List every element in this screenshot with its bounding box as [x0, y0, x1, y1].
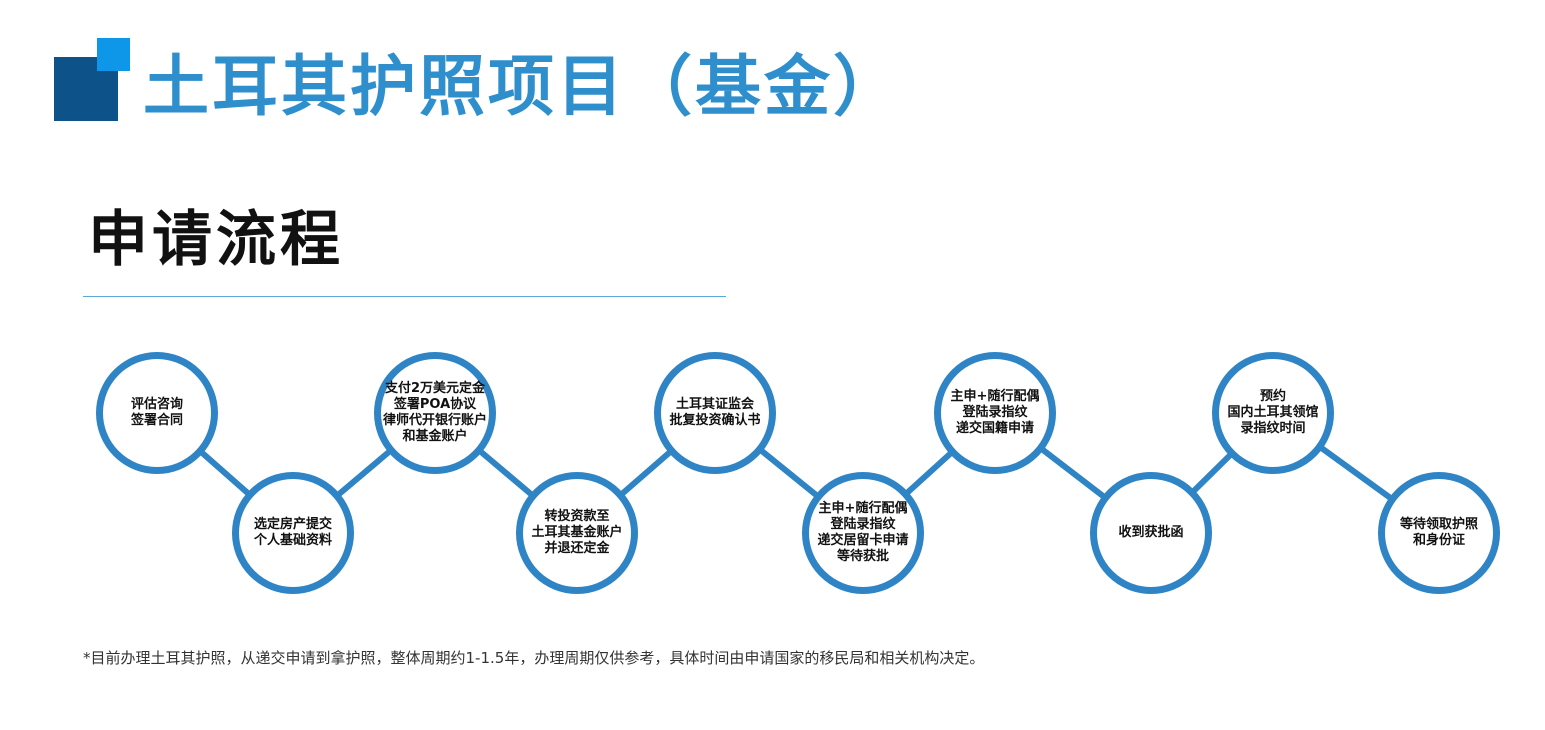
connector-3-4 [478, 449, 534, 497]
step-7-citizenship-application: 主申+随行配偶 登陆录指纹 递交国籍申请 [934, 352, 1056, 474]
step-label: 主申+随行配偶 登陆录指纹 递交居留卡申请 等待获批 [817, 501, 909, 564]
footnote: *目前办理土耳其护照，从递交申请到拿护照，整体周期约1-1.5年，办理周期仅供参… [83, 649, 985, 667]
step-label: 收到获批函 [1118, 525, 1184, 540]
step-label: 选定房产提交 个人基础资料 [253, 517, 332, 548]
connector-2-3 [336, 449, 392, 497]
section-title: 申请流程 [88, 205, 344, 275]
step-1-evaluation: 评估咨询 签署合同 [96, 352, 218, 474]
step-label: 支付2万美元定金 签署POA协议 律师代开银行账户 和基金账户 [382, 381, 487, 444]
step-2-select-property: 选定房产提交 个人基础资料 [232, 472, 354, 594]
connector-9-10 [1319, 445, 1393, 501]
connector-6-7 [905, 451, 953, 495]
step-label: 等待领取护照 和身份证 [1399, 517, 1478, 548]
step-10-collect-passport: 等待领取护照 和身份证 [1378, 472, 1500, 594]
step-label: 评估咨询 签署合同 [130, 397, 183, 428]
step-5-cmb-approval: 土耳其证监会 批复投资确认书 [654, 352, 776, 474]
section-divider [83, 296, 726, 297]
connector-1-2 [199, 450, 251, 496]
step-9-consulate-appointment: 预约 国内土耳其领馆 录指纹时间 [1212, 352, 1334, 474]
connector-4-5 [620, 450, 672, 496]
logo-light-square [97, 38, 130, 71]
step-label: 预约 国内土耳其领馆 录指纹时间 [1227, 389, 1319, 436]
connector-7-8 [1040, 447, 1106, 499]
step-6-residence-application: 主申+随行配偶 登陆录指纹 递交居留卡申请 等待获批 [802, 472, 924, 594]
step-label: 转投资款至 土耳其基金账户 并退还定金 [531, 509, 623, 556]
page-title: 土耳其护照项目（基金） [143, 48, 902, 125]
step-label: 主申+随行配偶 登陆录指纹 递交国籍申请 [950, 389, 1040, 436]
step-3-deposit: 支付2万美元定金 签署POA协议 律师代开银行账户 和基金账户 [374, 352, 496, 474]
connector-8-9 [1191, 452, 1233, 494]
connector-5-6 [759, 448, 819, 498]
step-4-transfer-investment: 转投资款至 土耳其基金账户 并退还定金 [516, 472, 638, 594]
step-label: 土耳其证监会 批复投资确认书 [669, 397, 761, 428]
step-8-approval-letter: 收到获批函 [1090, 472, 1212, 594]
